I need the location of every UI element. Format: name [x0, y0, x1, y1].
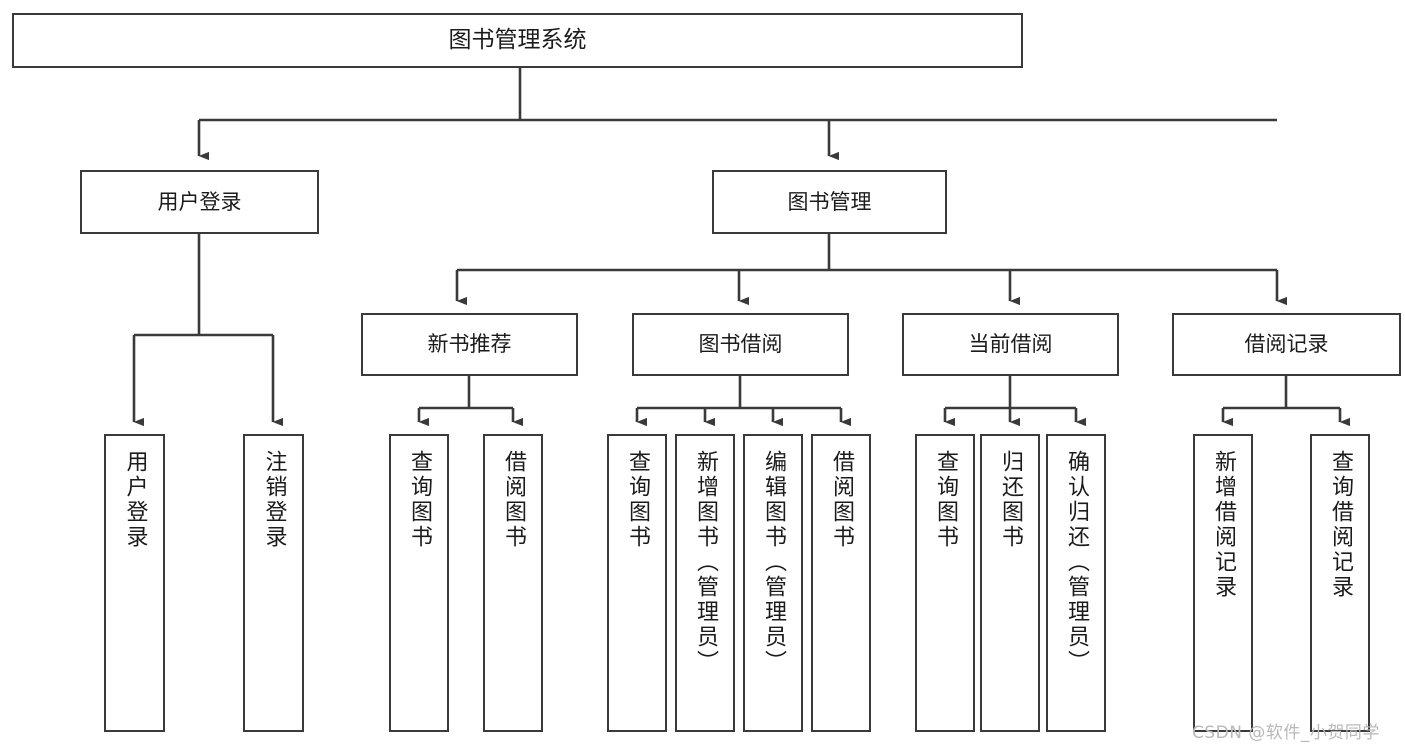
- node-label: 图书管理: [787, 189, 872, 214]
- node-label: 确认归还（管理员）: [1064, 450, 1089, 675]
- node-label: 查询图书: [407, 450, 432, 550]
- node-current-borrow[interactable]: 当前借阅: [902, 313, 1119, 376]
- node-label: 当前借阅: [968, 332, 1053, 357]
- node-label: 图书管理系统: [448, 27, 587, 54]
- node-new-book-recommend[interactable]: 新书推荐: [361, 313, 578, 376]
- node-user-login[interactable]: 用户登录: [80, 170, 319, 234]
- leaf-borrow-query-book[interactable]: 查询图书: [607, 434, 667, 732]
- leaf-user-login-logout[interactable]: 注销登录: [243, 434, 304, 732]
- leaf-borrow-add-book[interactable]: 新增图书（管理员）: [675, 434, 735, 732]
- node-book-borrow[interactable]: 图书借阅: [632, 313, 849, 376]
- leaf-record-query-record[interactable]: 查询借阅记录: [1310, 434, 1370, 732]
- node-label: 借阅图书: [829, 450, 854, 550]
- node-label: 新书推荐: [427, 332, 512, 357]
- node-book-management[interactable]: 图书管理: [712, 170, 947, 234]
- node-root-system[interactable]: 图书管理系统: [12, 13, 1023, 68]
- node-label: 新增图书（管理员）: [693, 450, 718, 675]
- leaf-current-query-book[interactable]: 查询图书: [915, 434, 975, 732]
- node-label: 注销登录: [261, 450, 287, 550]
- node-label: 借阅记录: [1244, 332, 1329, 357]
- node-label: 查询借阅记录: [1328, 450, 1353, 600]
- leaf-borrow-borrow-book[interactable]: 借阅图书: [811, 434, 871, 732]
- node-borrow-record[interactable]: 借阅记录: [1172, 313, 1401, 376]
- node-label: 查询图书: [933, 450, 958, 550]
- leaf-recommend-query-book[interactable]: 查询图书: [389, 434, 449, 732]
- node-label: 用户登录: [157, 189, 242, 214]
- csdn-watermark: CSDN @软件_小贺同学: [1192, 723, 1380, 743]
- node-label: 查询图书: [625, 450, 650, 550]
- node-label: 借阅图书: [501, 450, 526, 550]
- node-label: 编辑图书（管理员）: [761, 450, 786, 675]
- leaf-borrow-edit-book[interactable]: 编辑图书（管理员）: [743, 434, 803, 732]
- leaf-current-return-book[interactable]: 归还图书: [980, 434, 1040, 732]
- leaf-record-add-record[interactable]: 新增借阅记录: [1193, 434, 1253, 732]
- node-label: 用户登录: [122, 450, 148, 550]
- node-label: 归还图书: [998, 450, 1023, 550]
- node-label: 新增借阅记录: [1211, 450, 1236, 600]
- node-label: 图书借阅: [698, 332, 783, 357]
- leaf-user-login-login[interactable]: 用户登录: [104, 434, 165, 732]
- leaf-recommend-borrow-book[interactable]: 借阅图书: [483, 434, 543, 732]
- leaf-current-confirm-return[interactable]: 确认归还（管理员）: [1046, 434, 1106, 732]
